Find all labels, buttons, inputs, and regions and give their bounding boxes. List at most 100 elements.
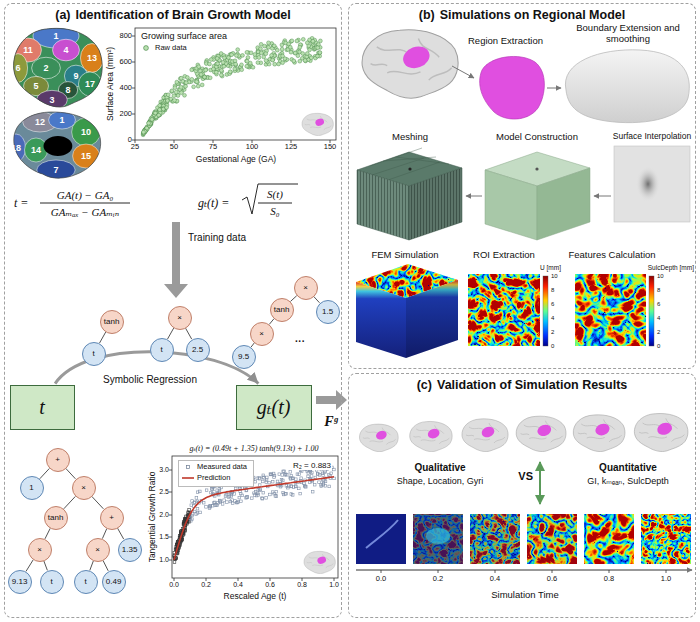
data-point [269, 493, 272, 496]
parcellated-brain [53, 39, 80, 61]
text-label: 0.4 [233, 581, 243, 589]
data-point [199, 73, 203, 77]
text-label: 0 [657, 343, 660, 350]
data-point [268, 481, 271, 484]
data-point [193, 502, 196, 505]
expression-tree-node: + [46, 448, 70, 472]
text-label: 0.0 [169, 581, 179, 589]
data-point [295, 478, 298, 481]
validation-illustration [527, 514, 577, 564]
data-point [166, 93, 170, 97]
data-point [292, 477, 295, 480]
data-point [229, 70, 233, 74]
data-point [249, 51, 253, 55]
data-point [165, 106, 169, 110]
data-point [197, 65, 201, 69]
data-point [290, 39, 294, 43]
data-point [208, 505, 211, 508]
data-point [301, 52, 305, 56]
parcellated-brain-medial [14, 112, 101, 178]
scatter-chart [135, 28, 336, 140]
node-text: + [55, 455, 60, 464]
data-point [158, 104, 162, 108]
parcellated-brain [14, 28, 103, 107]
panel-frame: (a)Identification of Brain Growth Modelt… [4, 3, 342, 618]
validation-illustration [527, 514, 577, 564]
text-label: SulcDepth [mm] [648, 264, 694, 271]
data-point [234, 487, 237, 490]
text-label: R₂ = 0.883 [292, 461, 332, 470]
data-point [190, 77, 194, 81]
data-point [257, 56, 261, 60]
data-point [216, 504, 219, 507]
data-point [305, 41, 309, 45]
data-point [205, 506, 208, 509]
node-text: × [259, 329, 264, 338]
node-text: gₜ(t) [257, 395, 291, 419]
data-point [305, 486, 308, 489]
region-number: 4 [63, 45, 68, 55]
data-point [265, 497, 268, 500]
text-label: GI, kₘₑₐₙ, SulcDepth [587, 476, 668, 486]
data-point [293, 51, 297, 55]
data-point [299, 492, 302, 495]
expression-tree-node: × [86, 538, 110, 562]
text-label: GAₘₐₓ − GAₘᵢₙ [51, 206, 119, 219]
data-point [187, 512, 190, 515]
data-point [271, 480, 274, 483]
data-point [224, 495, 227, 498]
data-point [196, 80, 200, 84]
data-point [295, 39, 299, 43]
expression-tree-node: 1.35 [118, 538, 142, 562]
data-point [303, 482, 306, 485]
validation-illustration [366, 520, 398, 548]
text-label: S₀ [270, 205, 279, 218]
region-number: 6 [15, 63, 20, 73]
tree-branch [64, 496, 76, 508]
expression-tree-node: × [28, 538, 52, 562]
tree-branch [117, 528, 123, 539]
data-point [183, 93, 187, 97]
text-label: t = [14, 197, 28, 211]
fit-chart [304, 551, 335, 573]
data-point [228, 70, 232, 74]
data-point [263, 477, 266, 480]
text-label: 50 [170, 143, 178, 152]
validation-illustration [634, 414, 688, 452]
data-point [309, 56, 313, 60]
data-point [281, 474, 284, 477]
validation-illustration [413, 514, 463, 564]
legend-marker [182, 474, 194, 482]
data-point [263, 44, 267, 48]
tree-branch [102, 529, 106, 539]
pipeline-illustration [370, 148, 449, 180]
data-point [233, 67, 237, 71]
text-label: Tangential Growth Ratio [148, 472, 158, 563]
data-point [195, 497, 198, 500]
panel-heading: (b)Simulations on Regional Model [349, 8, 695, 22]
data-point [215, 57, 219, 61]
data-point [141, 36, 322, 136]
data-point [318, 481, 321, 484]
data-point [253, 492, 256, 495]
data-point [289, 50, 293, 54]
data-point [245, 50, 249, 54]
data-point [223, 56, 227, 60]
data-point [251, 497, 254, 500]
data-point [158, 108, 162, 112]
data-point [195, 80, 199, 84]
data-point [303, 59, 307, 63]
parcellated-brain [32, 57, 61, 79]
text-label: 0.6 [547, 575, 557, 584]
data-point [190, 504, 193, 507]
data-point [241, 54, 245, 58]
text-label: FEM Simulation [371, 250, 438, 261]
data-point [173, 561, 176, 564]
data-point [257, 494, 260, 497]
data-point [290, 485, 293, 488]
data-point [229, 500, 232, 503]
data-point [316, 472, 319, 475]
data-point [166, 99, 170, 103]
data-point [228, 495, 231, 498]
region-number: 7 [53, 165, 58, 175]
